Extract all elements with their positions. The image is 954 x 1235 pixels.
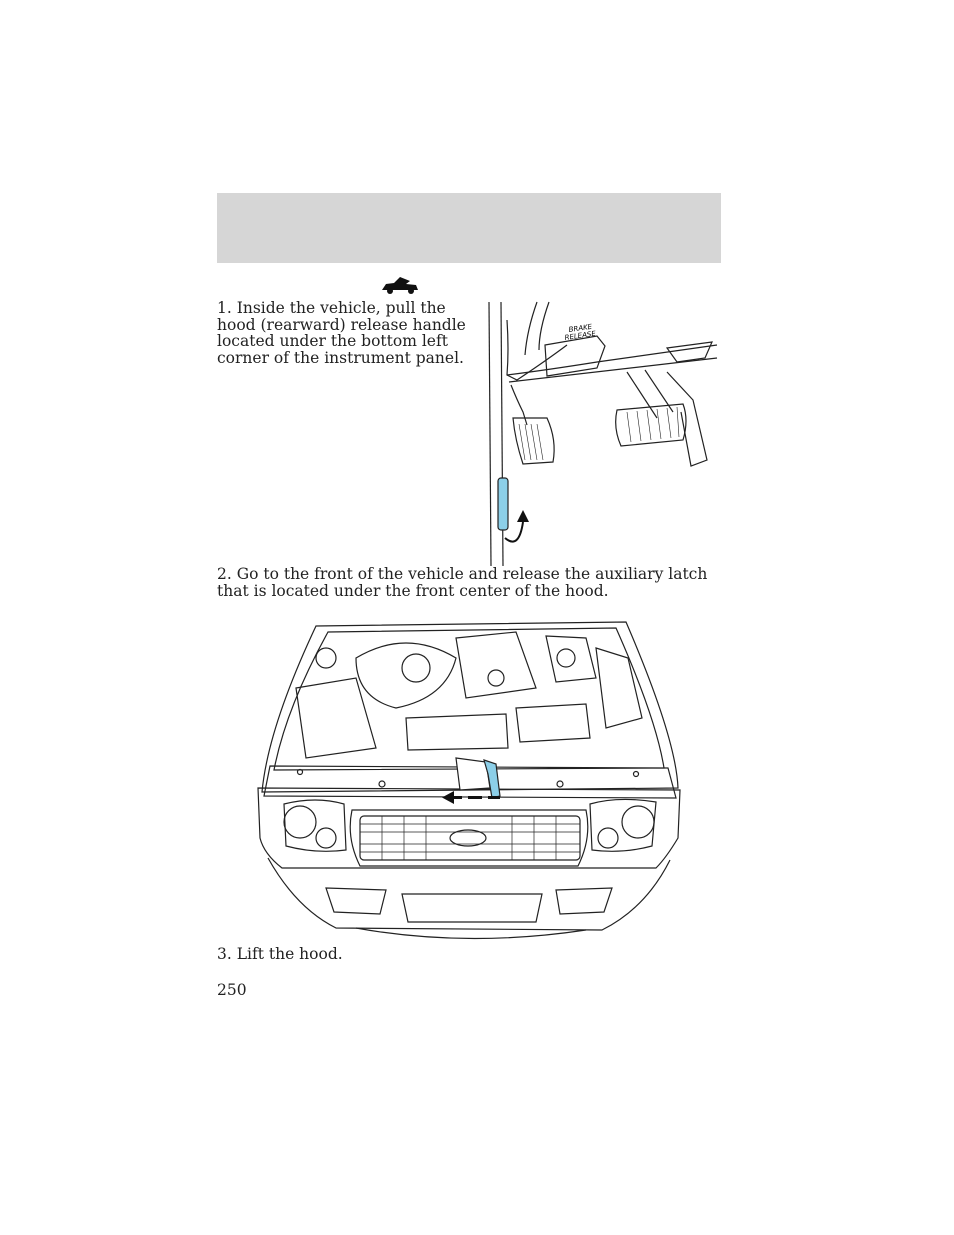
section-header-band: [217, 193, 721, 263]
vehicle-hood-open-icon: [382, 277, 418, 294]
step-2-text: 2. Go to the front of the vehicle and re…: [217, 565, 708, 600]
auxiliary-latch-figure: [257, 621, 681, 940]
hood-release-handle-icon: [497, 477, 509, 531]
step-1-text: 1. Inside the vehicle, pull the hood (re…: [217, 299, 466, 367]
latch-release-arrow-icon: [442, 791, 500, 804]
pull-arrow-icon: [504, 521, 524, 543]
page-number: 250: [217, 981, 247, 999]
step-3-text: 3. Lift the hood.: [217, 945, 343, 963]
hood-release-figure: BRAKE RELEASE: [488, 301, 718, 566]
brake-release-label-line1: BRAKE: [568, 323, 593, 334]
